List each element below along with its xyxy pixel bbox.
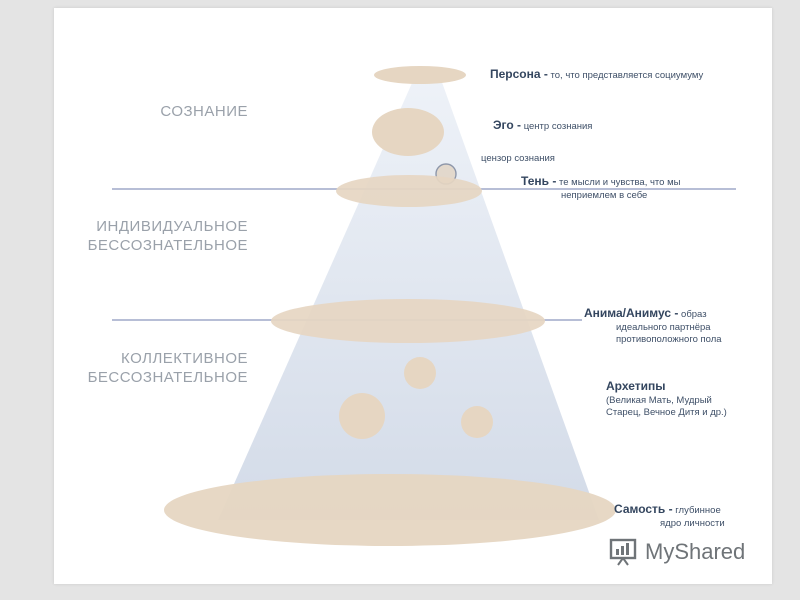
archetype-circle [404,357,436,389]
ego-text: центр сознания [523,121,593,132]
persona-label: Персона - то, что представляется социуму… [490,67,703,83]
slide: СОЗНАНИЕ ИНДИВИДУАЛЬНОЕ БЕССОЗНАТЕЛЬНОЕ … [54,8,772,584]
archetype-circle [339,393,385,439]
ego-ellipse [372,108,444,156]
self-ellipse [164,474,616,546]
self-title: Самость - [614,502,673,516]
myshared-watermark: MyShared [609,538,745,566]
censor-label: цензор сознания [481,153,555,164]
persona-text: то, что представляется социумуму [550,70,704,81]
shadow-title: Тень - [521,174,557,188]
shadow-ellipse [336,175,482,207]
psyche-cone-diagram [112,66,736,546]
ego-title: Эго - [493,118,522,132]
persona-ellipse [374,66,466,84]
archetype-circle [461,406,493,438]
anima-ellipse [271,299,545,343]
ego-label: Эго - центр сознания [493,118,592,134]
zone-consciousness: СОЗНАНИЕ [160,103,248,120]
cone [218,74,599,520]
presentation-icon [609,538,637,566]
zone-collective-unconscious: КОЛЛЕКТИВНОЕ БЕССОЗНАТЕЛЬНОЕ [87,350,248,386]
self-label: Самость - глубинное ядро личности [614,502,725,529]
watermark-text: MyShared [645,539,746,564]
zone-personal-unconscious: ИНДИВИДУАЛЬНОЕ БЕССОЗНАТЕЛЬНОЕ [87,218,248,254]
anima-title: Анима/Анимус - [584,306,679,320]
archetypes-title: Архетипы [606,379,666,393]
shadow-label: Тень - те мысли и чувства, что мы неприе… [521,174,681,201]
anima-label: Анима/Анимус - образ идеального партнёра… [584,306,722,346]
archetypes-label: Архетипы (Великая Мать, Мудрый Старец, В… [606,379,727,419]
persona-title: Персона - [490,67,548,81]
